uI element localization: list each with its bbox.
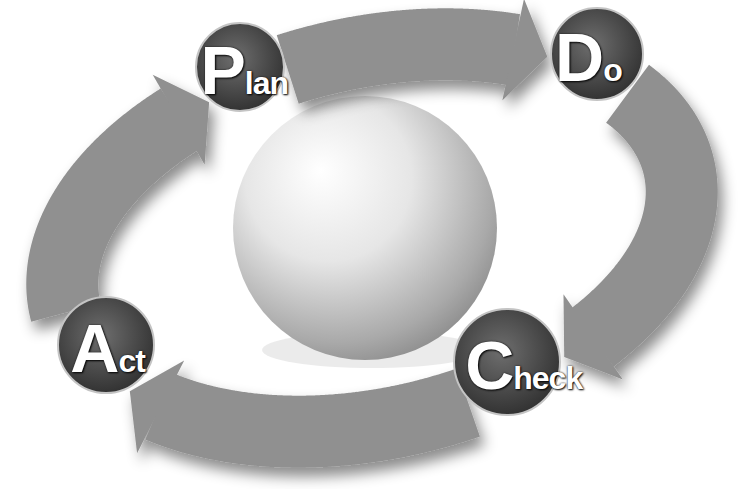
stage-circle: Act [57, 296, 155, 394]
stage-circle: Do [550, 7, 644, 101]
arrow-band [62, 119, 180, 313]
stage-label: Act [70, 314, 145, 382]
arrow-band [288, 44, 514, 69]
cycle-arrow [288, 0, 548, 100]
stage-disc [58, 297, 154, 393]
stage-label: Check [465, 331, 582, 399]
arrow-band [159, 403, 468, 432]
cycle-arrow [62, 75, 209, 313]
arrow-head [502, 0, 547, 100]
arrow-band [592, 94, 682, 338]
sphere [233, 96, 497, 360]
cycle-arrow [563, 94, 681, 380]
stage-label: Do [555, 23, 622, 91]
stage-circle: Plan [195, 22, 285, 112]
cycle-arrow [130, 361, 468, 454]
stage-label: Plan [200, 36, 288, 104]
stage-circle: Check [453, 308, 561, 416]
stage-disc [551, 8, 643, 100]
